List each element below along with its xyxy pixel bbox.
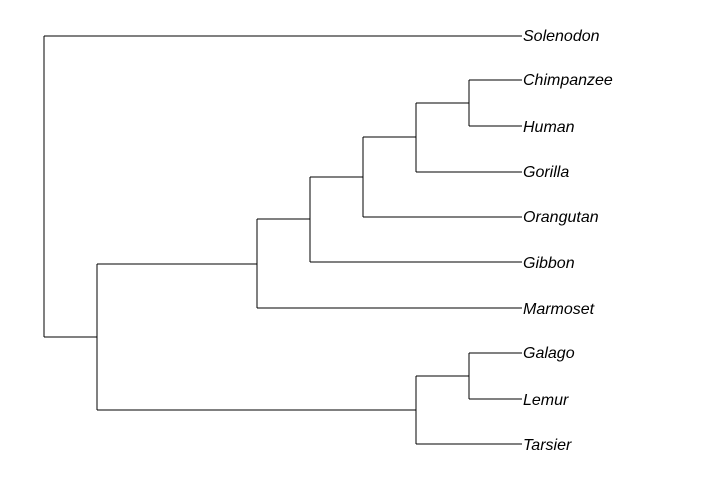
tree-branches bbox=[43, 35, 522, 445]
tip-label-galago: Galago bbox=[523, 345, 575, 362]
tip-label-solenodon: Solenodon bbox=[523, 28, 600, 45]
tip-label-human: Human bbox=[523, 119, 575, 136]
tip-label-marmoset: Marmoset bbox=[523, 301, 595, 318]
tip-label-chimpanzee: Chimpanzee bbox=[523, 72, 613, 89]
tip-labels: Solenodon Chimpanzee Human Gorilla Orang… bbox=[523, 28, 613, 454]
tip-label-tarsier: Tarsier bbox=[523, 437, 572, 454]
tip-label-gibbon: Gibbon bbox=[523, 255, 575, 272]
tip-label-gorilla: Gorilla bbox=[523, 164, 569, 181]
tip-label-orangutan: Orangutan bbox=[523, 209, 599, 226]
tip-label-lemur: Lemur bbox=[523, 392, 569, 409]
